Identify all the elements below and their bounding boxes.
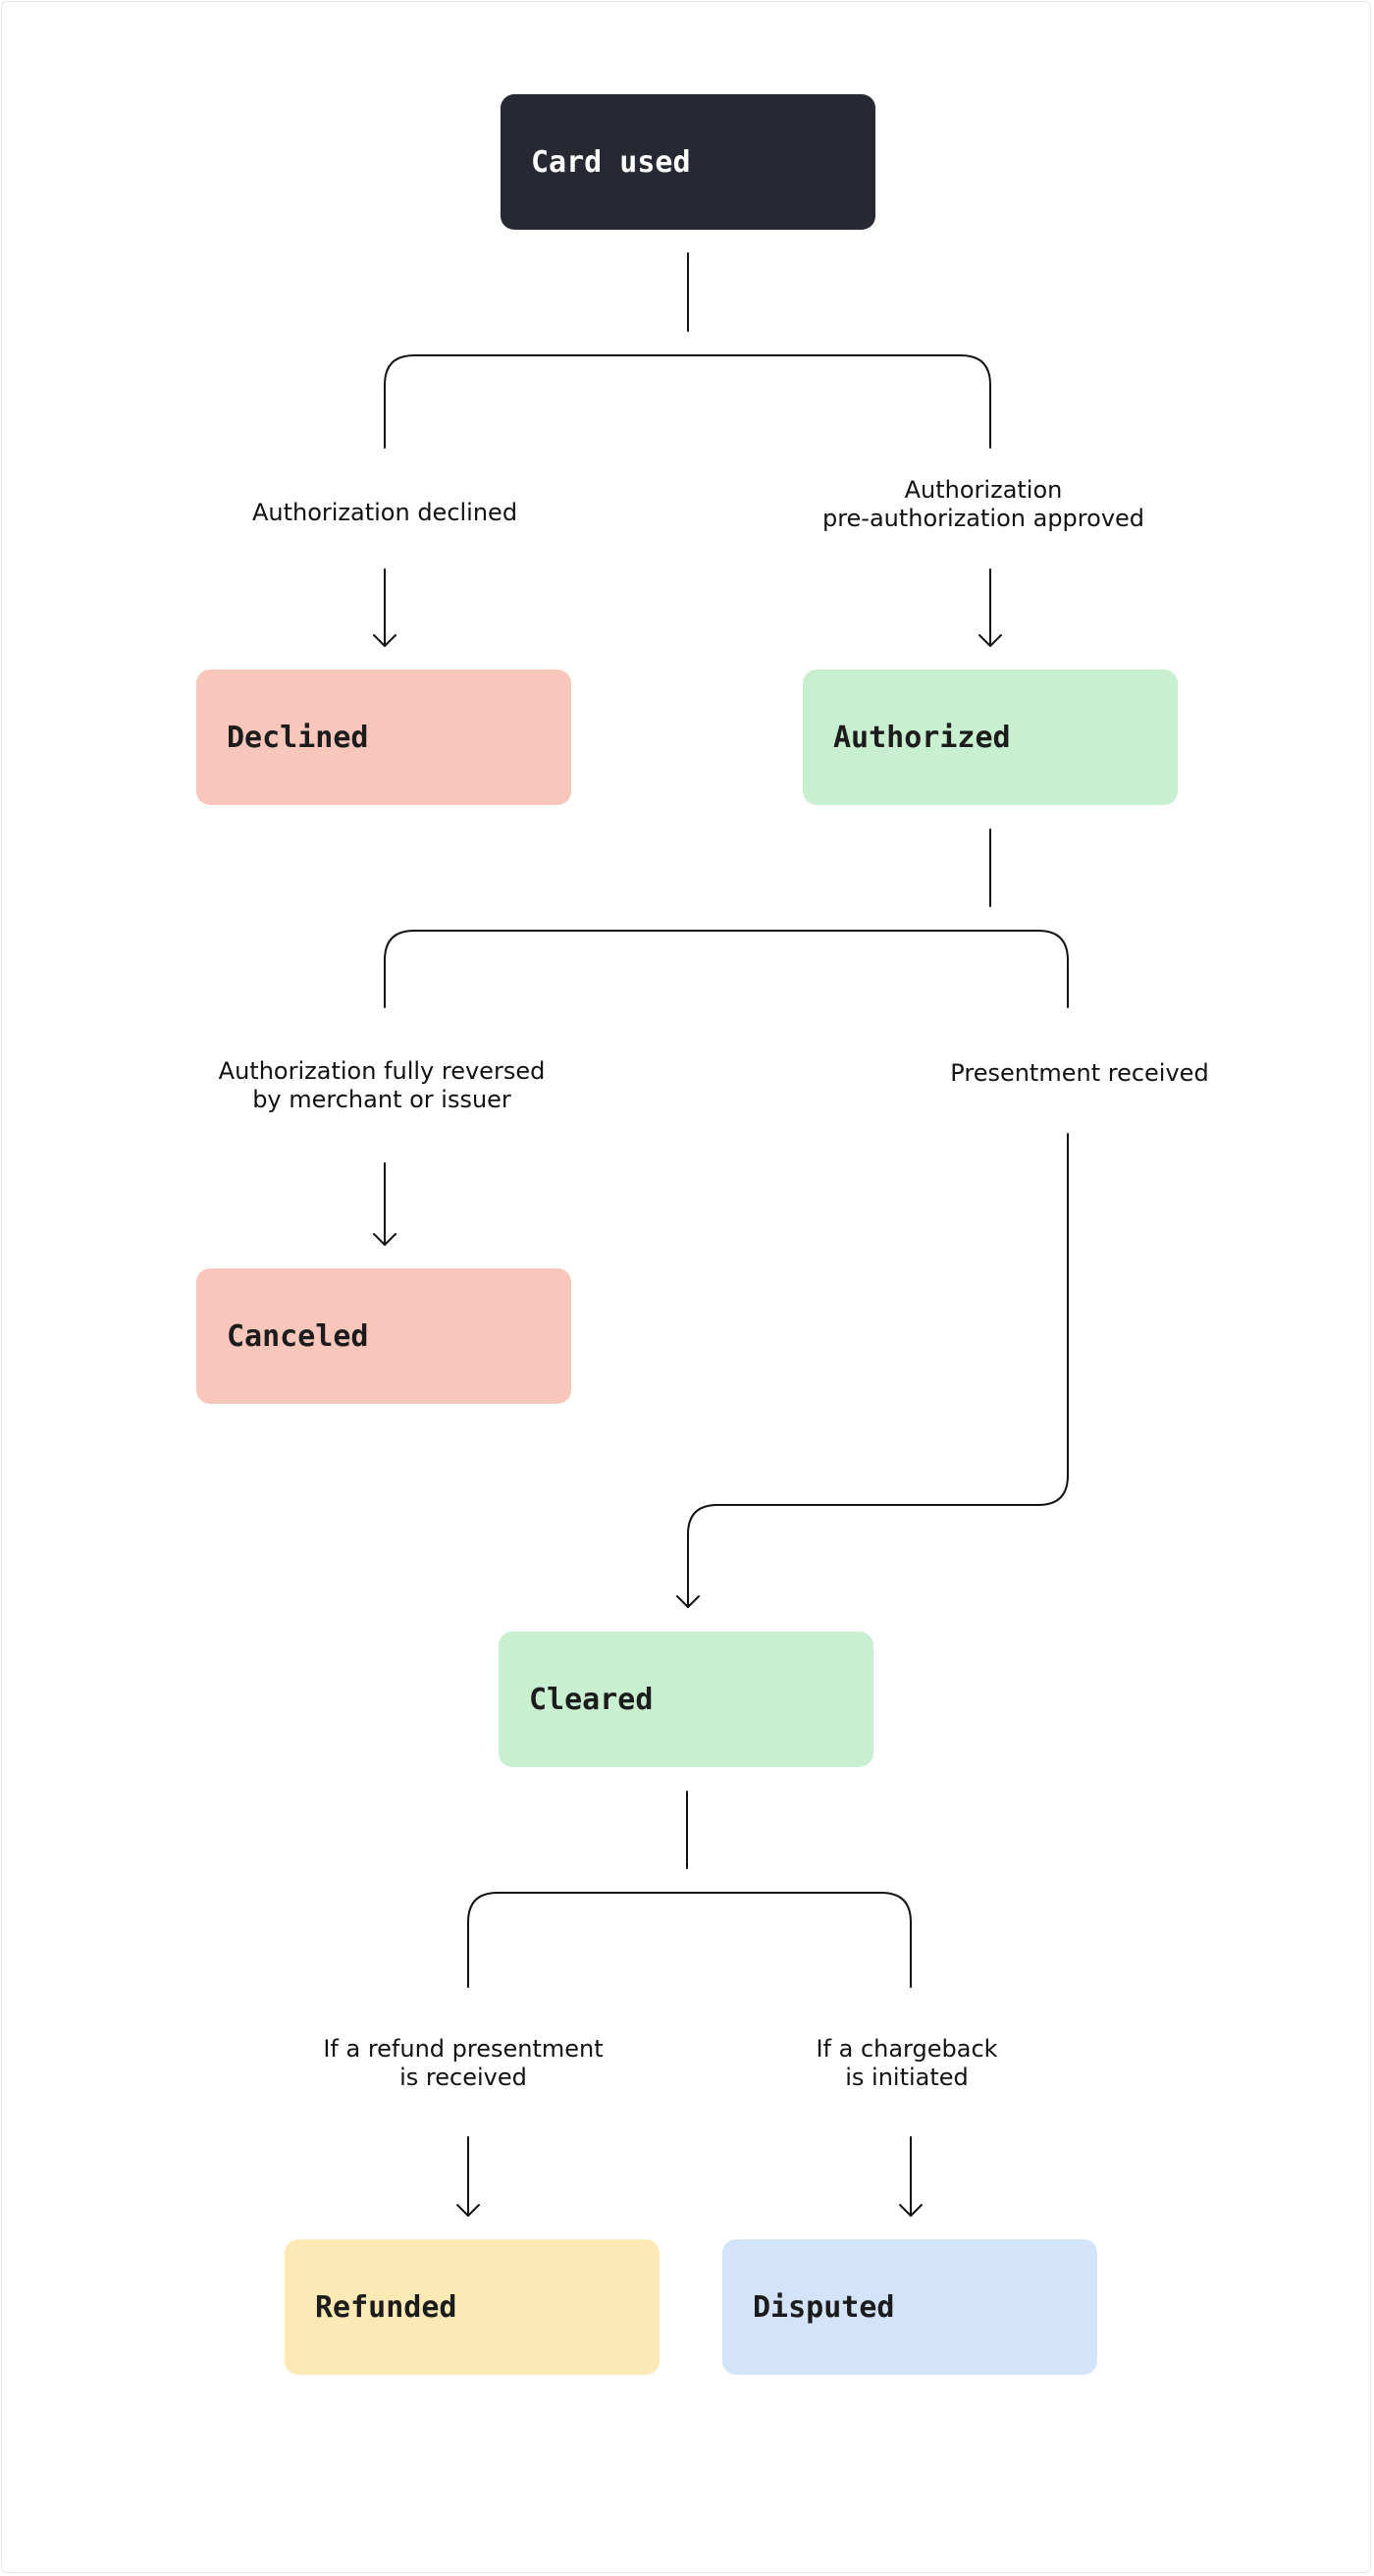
node-cleared: Cleared <box>499 1632 873 1767</box>
node-disputed-label: Disputed <box>753 2289 895 2325</box>
arrowhead-authorized <box>978 634 1002 647</box>
edge-label-chargeback: If a chargeback is initiated <box>816 2035 998 2091</box>
arrowhead-refunded <box>456 2204 480 2217</box>
arrowhead-disputed <box>899 2204 923 2217</box>
node-canceled: Canceled <box>196 1268 571 1404</box>
node-card-used: Card used <box>501 94 875 230</box>
node-refunded: Refunded <box>285 2239 660 2375</box>
edge-label-authorization-declined: Authorization declined <box>251 499 518 526</box>
connector-split-3 <box>467 1892 912 1988</box>
node-refunded-label: Refunded <box>315 2289 457 2325</box>
node-disputed: Disputed <box>722 2239 1097 2375</box>
edge-label-presentment-received: Presentment received <box>950 1059 1209 1087</box>
node-canceled-label: Canceled <box>227 1318 369 1354</box>
node-card-used-label: Card used <box>531 144 691 180</box>
node-cleared-label: Cleared <box>529 1682 654 1717</box>
node-authorized-label: Authorized <box>833 720 1011 755</box>
arrowhead-declined <box>373 634 396 647</box>
arrowhead-cleared <box>676 1595 700 1608</box>
edge-label-authorization-reversed: Authorization fully reversed by merchant… <box>218 1057 546 1113</box>
node-authorized: Authorized <box>803 670 1178 805</box>
connector-presentment-to-cleared <box>687 1133 1069 1608</box>
node-declined-label: Declined <box>227 720 369 755</box>
connector-split-2 <box>384 930 1069 1008</box>
connector-split-1 <box>384 354 991 449</box>
edge-label-refund-presentment: If a refund presentment is received <box>323 2035 604 2091</box>
edge-label-authorization-approved: Authorization pre-authorization approved <box>821 476 1145 532</box>
node-declined: Declined <box>196 670 571 805</box>
arrowhead-canceled <box>373 1233 396 1246</box>
